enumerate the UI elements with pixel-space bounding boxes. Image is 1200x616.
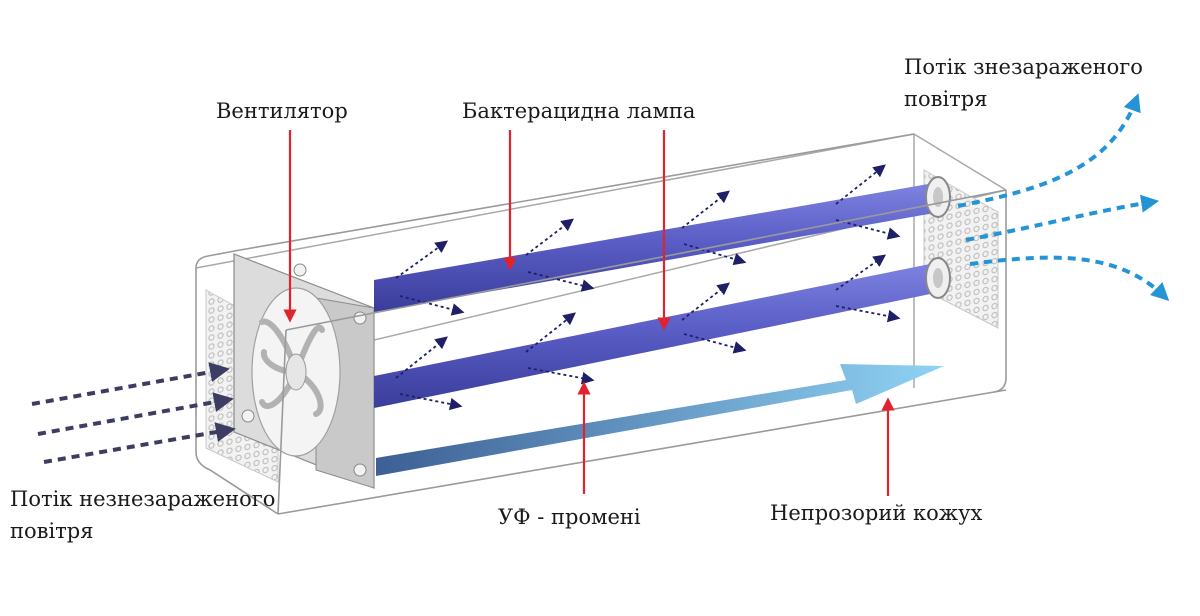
label-fan: Вентилятор [216, 99, 348, 123]
uv-lamp-icon [374, 257, 951, 408]
label-outflow-line2: повітря [904, 87, 988, 111]
label-lamp: Бактерацидна лампа [462, 99, 696, 123]
uv-rays [395, 164, 901, 411]
label-inflow-line1: Потік незнезараженого [10, 487, 276, 511]
inflow-arrows [31, 362, 236, 464]
outflow-arrows [957, 93, 1170, 301]
housing-front [195, 133, 1007, 515]
label-outflow-line1: Потік знезараженого [904, 55, 1143, 79]
label-inflow-line2: повітря [10, 519, 94, 543]
label-housing: Непрозорий кожух [770, 501, 983, 525]
airflow-arrow-icon [376, 364, 944, 476]
pointer-arrows [283, 130, 895, 496]
label-uv-rays: УФ - промені [498, 505, 641, 529]
fan-icon [233, 253, 375, 489]
